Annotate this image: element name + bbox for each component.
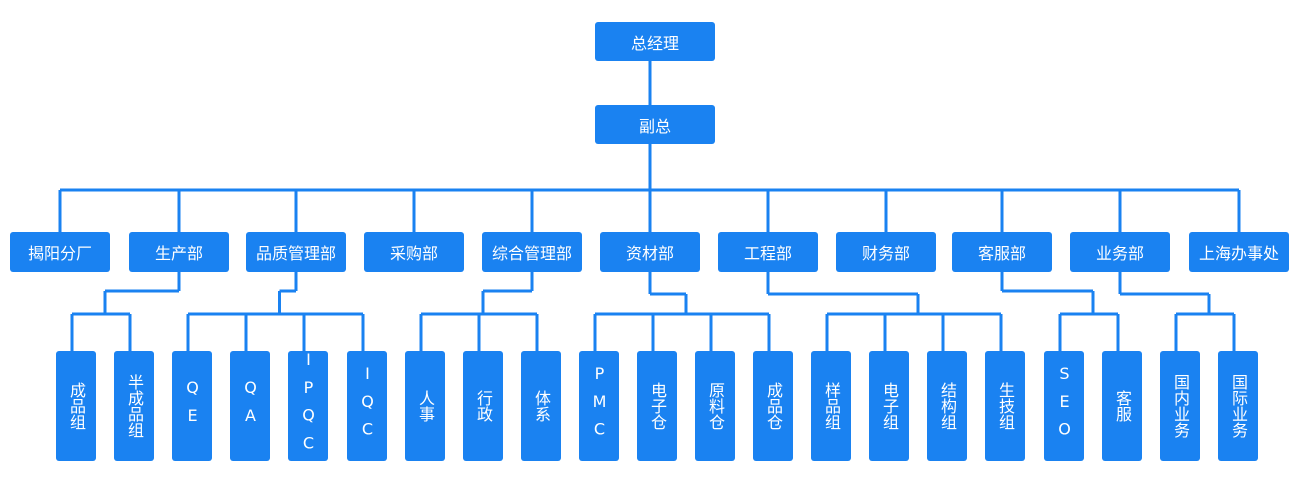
- node-department: 综合管理部: [482, 232, 582, 272]
- node-label: 品质管理部: [255, 244, 336, 263]
- node-leaf: 原料仓: [695, 351, 735, 461]
- node-leaf: 国际业务: [1218, 351, 1258, 461]
- node-leaf: 结构组: [927, 351, 967, 461]
- node-leaf: QA: [230, 351, 270, 461]
- node-label: 生产部: [154, 244, 203, 263]
- node-label: 客服部: [977, 244, 1026, 263]
- node-label: 生技组: [996, 382, 1015, 430]
- node-label: 原料仓: [706, 382, 725, 430]
- node-leaf: 国内业务: [1160, 351, 1200, 461]
- node-leaf: 成品组: [56, 351, 96, 461]
- node-department: 资材部: [600, 232, 700, 272]
- node-label: 总经理: [630, 33, 679, 53]
- node-label: 电子仓: [648, 382, 667, 430]
- node-leaf: 样品组: [811, 351, 851, 461]
- node-label: SEO: [1055, 364, 1074, 448]
- node-leaf: 客服: [1102, 351, 1142, 461]
- node-label: 工程部: [743, 244, 792, 263]
- node-label: PMC: [590, 364, 609, 448]
- node-label: 样品组: [822, 382, 841, 430]
- node-department: 工程部: [718, 232, 818, 272]
- node-label: 行政: [474, 390, 493, 422]
- node-label: 综合管理部: [491, 244, 572, 263]
- node-leaf: 半成品组: [114, 351, 154, 461]
- node-department: 客服部: [952, 232, 1052, 272]
- node-label: 半成品组: [125, 374, 144, 438]
- node-label: 成品仓: [764, 382, 783, 430]
- node-department: 上海办事处: [1189, 232, 1289, 272]
- node-label: 财务部: [861, 244, 910, 263]
- node-leaf: IPQC: [288, 350, 328, 462]
- node-department: 财务部: [836, 232, 936, 272]
- node-leaf: 电子仓: [637, 351, 677, 461]
- node-general-manager: 总经理: [595, 22, 715, 61]
- node-label: IPQC: [299, 350, 318, 462]
- node-label: 客服: [1113, 390, 1132, 422]
- node-label: 国内业务: [1171, 374, 1190, 438]
- node-leaf: 电子组: [869, 351, 909, 461]
- node-department: 生产部: [129, 232, 229, 272]
- node-department: 采购部: [364, 232, 464, 272]
- node-label: 上海办事处: [1198, 244, 1279, 263]
- node-label: 采购部: [389, 244, 438, 263]
- node-label: 结构组: [938, 382, 957, 430]
- node-label: 人事: [416, 390, 435, 422]
- node-leaf: 生技组: [985, 351, 1025, 461]
- node-label: 副总: [638, 116, 671, 136]
- node-leaf: SEO: [1044, 351, 1084, 461]
- node-label: IQC: [358, 364, 377, 448]
- node-label: 体系: [532, 390, 551, 422]
- node-leaf: 行政: [463, 351, 503, 461]
- node-label: 揭阳分厂: [27, 244, 92, 263]
- node-leaf: IQC: [347, 351, 387, 461]
- node-label: 国际业务: [1229, 374, 1248, 438]
- node-leaf: 体系: [521, 351, 561, 461]
- node-label: 资材部: [625, 244, 674, 263]
- node-label: 成品组: [67, 382, 86, 430]
- node-label: QE: [183, 378, 202, 434]
- node-department: 业务部: [1070, 232, 1170, 272]
- node-leaf: PMC: [579, 351, 619, 461]
- node-department: 揭阳分厂: [10, 232, 110, 272]
- node-label: QA: [241, 378, 260, 434]
- node-leaf: 人事: [405, 351, 445, 461]
- node-label: 业务部: [1095, 244, 1144, 263]
- node-leaf: QE: [172, 351, 212, 461]
- node-leaf: 成品仓: [753, 351, 793, 461]
- node-department: 品质管理部: [246, 232, 346, 272]
- node-deputy-manager: 副总: [595, 105, 715, 144]
- node-label: 电子组: [880, 382, 899, 430]
